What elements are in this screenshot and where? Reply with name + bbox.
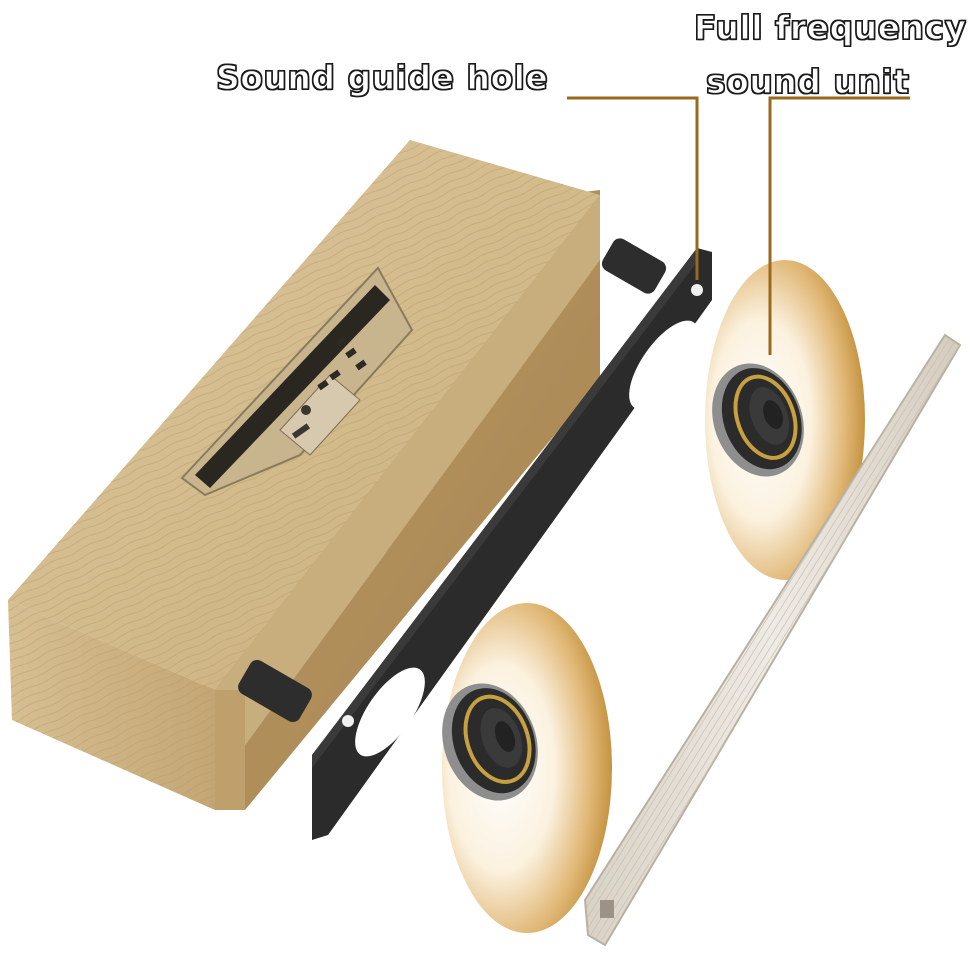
callout-sound-guide-hole: Sound guide hole: [215, 57, 549, 97]
bracket-peg-bottom: [238, 659, 312, 723]
leader-line-full-frequency: [768, 96, 910, 355]
bracket-hole-top: [629, 320, 699, 410]
speaker-driver-top: [712, 363, 804, 477]
card-slot: [291, 423, 311, 439]
sound-guide-hole: [691, 284, 703, 296]
speaker-driver-bottom: [442, 683, 538, 801]
bracket-hole-bottom: [355, 667, 425, 757]
callout-full-frequency-line2: sound unit: [705, 61, 910, 101]
control-panel: [180, 266, 414, 497]
front-grille: [583, 333, 962, 947]
black-bracket: [238, 238, 712, 840]
callout-full-frequency-line1: Full frequency: [693, 7, 967, 47]
wooden-speaker-box: [8, 140, 600, 810]
sound-guide-hole-lower: [342, 715, 354, 727]
usb-port: [301, 405, 311, 415]
control-buttons: [317, 335, 367, 391]
leader-line-sound-guide-hole: [567, 96, 699, 280]
box-side-wall: [215, 195, 600, 750]
bracket-peg-top: [601, 238, 667, 294]
